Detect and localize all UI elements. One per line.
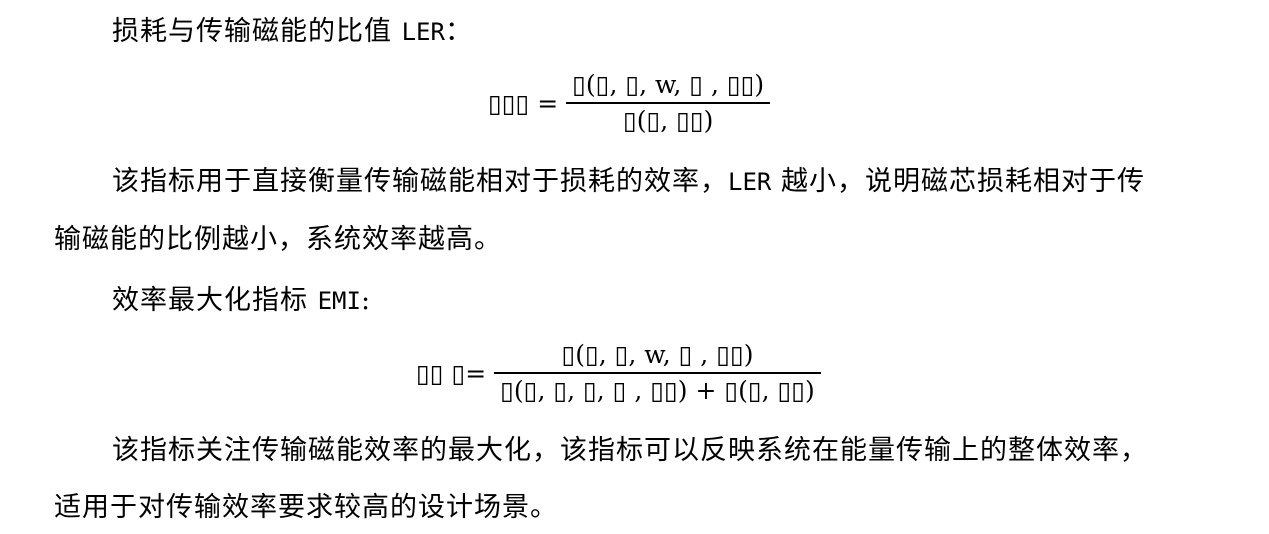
ler-term: LER xyxy=(401,18,445,46)
emi-fraction-bar xyxy=(494,372,821,374)
ler-description-line-1: 该指标用于直接衡量传输磁能相对于损耗的效率，LER 越小，说明磁芯损耗相对于传 xyxy=(112,164,1145,200)
ler-intro-text: 损耗与传输磁能的比值 xyxy=(112,16,392,47)
ler-equation: ▯▯▯ = ▯(▯, ▯, w, ▯ , ▯▯) ▯(▯, ▯▯) xyxy=(488,68,771,138)
ler-colon: ： xyxy=(444,16,473,47)
ler-fraction: ▯(▯, ▯, w, ▯ , ▯▯) ▯(▯, ▯▯) xyxy=(566,68,771,138)
emi-equation-lhs: ▯▯ ▯= xyxy=(416,358,487,388)
ler-fraction-bar xyxy=(566,102,771,104)
emi-intro-line: 效率最大化指标 EMI: xyxy=(112,283,371,319)
ler-denominator: ▯(▯, ▯▯) xyxy=(622,106,714,135)
emi-description-line-1: 该指标关注传输磁能效率的最大化，该指标可以反映系统在能量传输上的整体效率， xyxy=(112,433,1148,469)
emi-equation: ▯▯ ▯= ▯(▯, ▯, w, ▯ , ▯▯) ▯(▯, ▯, ▯, ▯ , … xyxy=(416,338,821,408)
ler-description-text-c: 输磁能的比例越小，系统效率越高。 xyxy=(54,224,502,255)
ler-description-line-2: 输磁能的比例越小，系统效率越高。 xyxy=(54,222,502,258)
ler-equation-lhs: ▯▯▯ = xyxy=(488,88,559,118)
emi-numerator: ▯(▯, ▯, w, ▯ , ▯▯) xyxy=(561,340,754,369)
ler-description-text-a: 该指标用于直接衡量传输磁能相对于损耗的效率， xyxy=(112,166,728,197)
ler-intro-line: 损耗与传输磁能的比值 LER： xyxy=(112,14,473,50)
ler-description-text-b: 越小，说明磁芯损耗相对于传 xyxy=(771,166,1145,197)
ler-description-term: LER xyxy=(728,168,772,196)
emi-term: EMI xyxy=(317,287,361,315)
emi-denominator: ▯(▯, ▯, ▯, ▯ , ▯▯) + ▯(▯, ▯▯) xyxy=(500,376,815,405)
emi-description-text-b: 适用于对传输效率要求较高的设计场景。 xyxy=(54,492,558,523)
emi-intro-text: 效率最大化指标 xyxy=(112,285,308,316)
emi-fraction: ▯(▯, ▯, w, ▯ , ▯▯) ▯(▯, ▯, ▯, ▯ , ▯▯) + … xyxy=(494,338,821,408)
emi-description-text-a: 该指标关注传输磁能效率的最大化，该指标可以反映系统在能量传输上的整体效率， xyxy=(112,435,1148,466)
ler-numerator: ▯(▯, ▯, w, ▯ , ▯▯) xyxy=(572,70,765,99)
emi-description-line-2: 适用于对传输效率要求较高的设计场景。 xyxy=(54,490,558,526)
emi-colon: : xyxy=(360,285,372,316)
